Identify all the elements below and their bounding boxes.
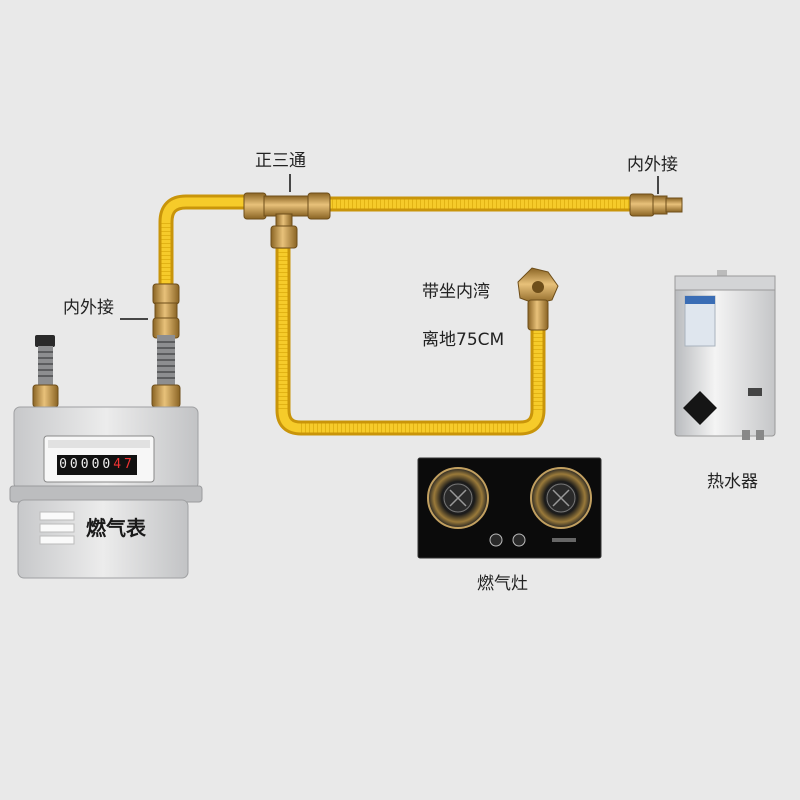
elbow-seat-fitting	[517, 267, 559, 331]
tee-label: 正三通	[255, 151, 306, 171]
right-knob	[512, 533, 526, 547]
heater-display	[683, 391, 717, 425]
meter-reading: 0000047	[57, 455, 137, 475]
meter-inlet-cap	[35, 335, 55, 347]
meter-label: 燃气表	[86, 516, 146, 540]
right-adapter-label: 内外接	[627, 155, 678, 175]
height-label: 离地75CM	[422, 330, 505, 350]
gas-pipe-network	[158, 194, 632, 436]
tee-fitting	[243, 174, 331, 249]
water-heater	[674, 270, 776, 440]
elbow-label: 带坐内湾	[422, 282, 490, 302]
heater-label: 热水器	[707, 472, 758, 492]
left-adapter-fitting	[120, 283, 180, 339]
gas-meter	[9, 335, 203, 579]
meter-reading-black: 00000	[59, 457, 114, 472]
gas-stove	[417, 457, 602, 559]
right-adapter-fitting	[629, 176, 683, 217]
left-knob	[489, 533, 503, 547]
stove-label: 燃气灶	[477, 574, 528, 594]
meter-reading-red: 47	[113, 457, 135, 472]
left-adapter-label: 内外接	[63, 298, 114, 318]
